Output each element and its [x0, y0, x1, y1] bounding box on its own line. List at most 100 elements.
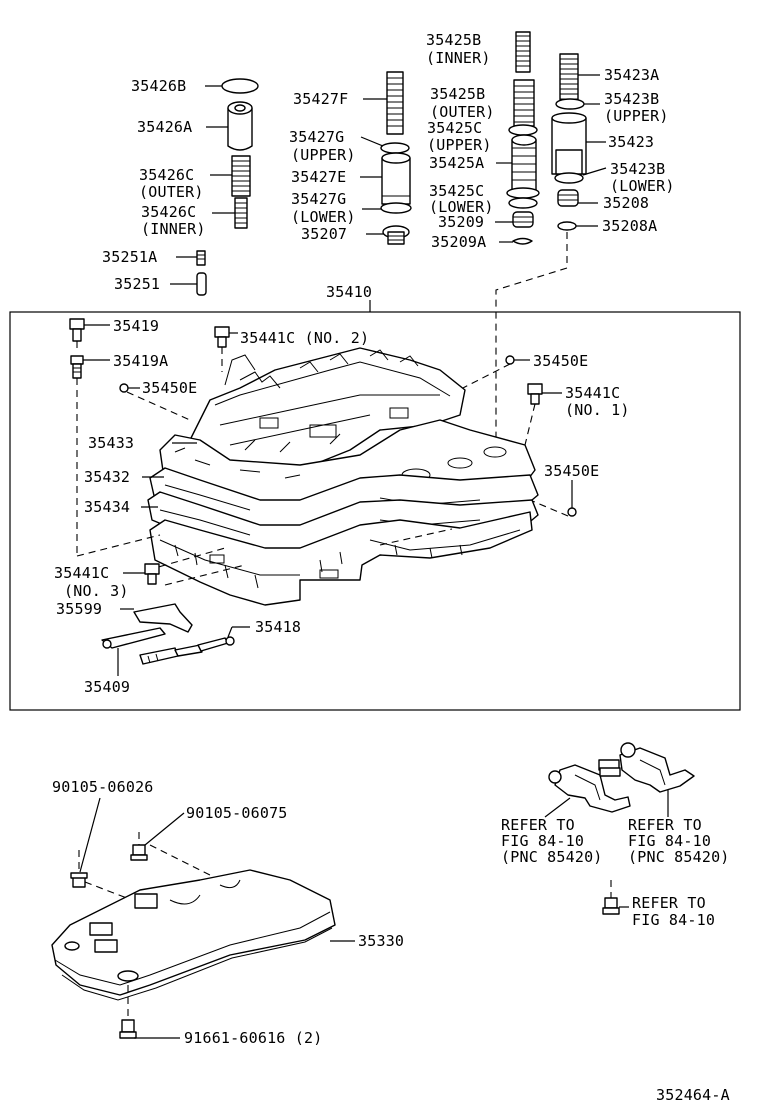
part-35208-plug [557, 189, 579, 207]
part-35207-plug [382, 225, 410, 245]
part-35425c-lower-ring [508, 197, 538, 209]
label-91661-60616: 91661-60616 (2) [184, 1029, 322, 1047]
part-35450e-ball-b [119, 383, 129, 393]
label-upper-c: (UPPER) [291, 146, 356, 164]
label-35423a: 35423A [604, 66, 659, 84]
label-35207: 35207 [301, 225, 347, 243]
label-35209a: 35209A [431, 233, 486, 251]
label-35427f: 35427F [293, 90, 348, 108]
part-35450e-ball-c [567, 507, 577, 517]
part-35423b-upper-ring [555, 98, 585, 110]
part-35209-plug [512, 211, 534, 228]
label-lower-c: (LOWER) [429, 198, 494, 216]
label-35409: 35409 [84, 678, 130, 696]
label-35450e-c: 35450E [544, 462, 599, 480]
part-35426b-washer [221, 78, 259, 94]
part-90105-06026-bolt [70, 872, 88, 888]
part-35208a-clip [557, 221, 577, 231]
label-35418: 35418 [255, 618, 301, 636]
label-inner-b: (INNER) [141, 220, 206, 238]
part-35251a-spring [196, 250, 206, 266]
label-pnc2: (PNC 85420) [628, 848, 730, 866]
part-35423b-lower-ring [554, 172, 584, 184]
label-35450e-a: 35450E [533, 352, 588, 370]
label-35427g-lower: 35427G [291, 190, 346, 208]
label-35425b-top: 35425B [426, 31, 481, 49]
label-35427g-upper: 35427G [289, 128, 344, 146]
refer-bolt [602, 897, 620, 915]
part-35427g-upper-ring [380, 142, 410, 154]
label-35251: 35251 [114, 275, 160, 293]
label-90105-06075: 90105-06075 [186, 804, 288, 822]
part-35426c-outer-spring [231, 155, 251, 197]
part-35419-bolt [69, 318, 85, 342]
label-35433: 35433 [88, 434, 134, 452]
label-lower-b: (LOWER) [291, 208, 356, 226]
valve-body-assembly-frame [9, 311, 741, 711]
label-35423b-lower: 35423B [610, 160, 665, 178]
label-35599: 35599 [56, 600, 102, 618]
label-upper-b: (UPPER) [427, 136, 492, 154]
label-no1: (NO. 1) [565, 401, 630, 419]
label-90105-06026: 90105-06026 [52, 778, 154, 796]
label-35251a: 35251A [102, 248, 157, 266]
label-lower-a: (LOWER) [610, 177, 675, 195]
label-35330: 35330 [358, 932, 404, 950]
label-35410: 35410 [326, 283, 372, 301]
part-35209a-clip [512, 237, 533, 245]
label-35426c-inner: 35426C [141, 203, 196, 221]
label-outer-b: (OUTER) [430, 103, 495, 121]
part-35418-shaft [139, 636, 235, 665]
part-90105-06075-bolt [130, 844, 148, 861]
part-35441c-no1-bolt [527, 383, 543, 405]
part-35425a-piston [506, 124, 540, 199]
label-35425b: 35425B [430, 85, 485, 103]
label-35425c-lower: 35425C [429, 182, 484, 200]
label-35419a: 35419A [113, 352, 168, 370]
label-inner-top: (INNER) [426, 49, 491, 67]
part-35423a-spring [559, 53, 579, 107]
label-refer1: REFER TO [501, 816, 575, 834]
part-35441c-no2-bolt [214, 326, 230, 348]
part-35425b-inner-spring [515, 31, 531, 73]
part-35427g-lower-ring [380, 202, 412, 214]
label-35441c-no2: 35441C (NO. 2) [240, 329, 369, 347]
part-35423-piston [551, 112, 587, 175]
part-35427e-piston [381, 152, 411, 205]
part-35427f-spring [386, 71, 404, 135]
label-35426c-outer: 35426C [139, 166, 194, 184]
label-35426a: 35426A [137, 118, 192, 136]
label-upper-a: (UPPER) [604, 107, 669, 125]
label-35425a: 35425A [429, 154, 484, 172]
label-refer3: REFER TO [632, 894, 706, 912]
label-outer-a: (OUTER) [139, 183, 204, 201]
label-fig1: FIG 84-10 [501, 832, 584, 850]
label-pnc1: (PNC 85420) [501, 848, 603, 866]
label-35419: 35419 [113, 317, 159, 335]
part-35599-plate [133, 603, 193, 633]
label-35441c-no3: 35441C [54, 564, 109, 582]
label-fig2: FIG 84-10 [628, 832, 711, 850]
label-35208: 35208 [603, 194, 649, 212]
lower-valve-body [149, 511, 533, 606]
label-35427e: 35427E [291, 168, 346, 186]
solenoid-b [599, 742, 695, 793]
label-35425c-upper: 35425C [427, 119, 482, 137]
part-35426a-piston [227, 101, 253, 151]
label-35423b-upper: 35423B [604, 90, 659, 108]
figure-id: 352464-A [656, 1086, 730, 1104]
label-35441c-no1: 35441C [565, 384, 620, 402]
label-fig3: FIG 84-10 [632, 911, 715, 929]
label-35426b: 35426B [131, 77, 186, 95]
part-35450e-ball-a [505, 355, 515, 365]
part-35251-pin [196, 272, 207, 296]
part-91661-60616-bolt [119, 1019, 137, 1039]
label-no3: (NO. 3) [64, 582, 129, 600]
part-35409-lever [101, 627, 166, 649]
part-35426c-inner-spring [234, 197, 248, 229]
label-35434: 35434 [84, 498, 130, 516]
part-35425b-outer-spring [513, 79, 535, 127]
label-35450e-b: 35450E [142, 379, 197, 397]
label-35209: 35209 [438, 213, 484, 231]
